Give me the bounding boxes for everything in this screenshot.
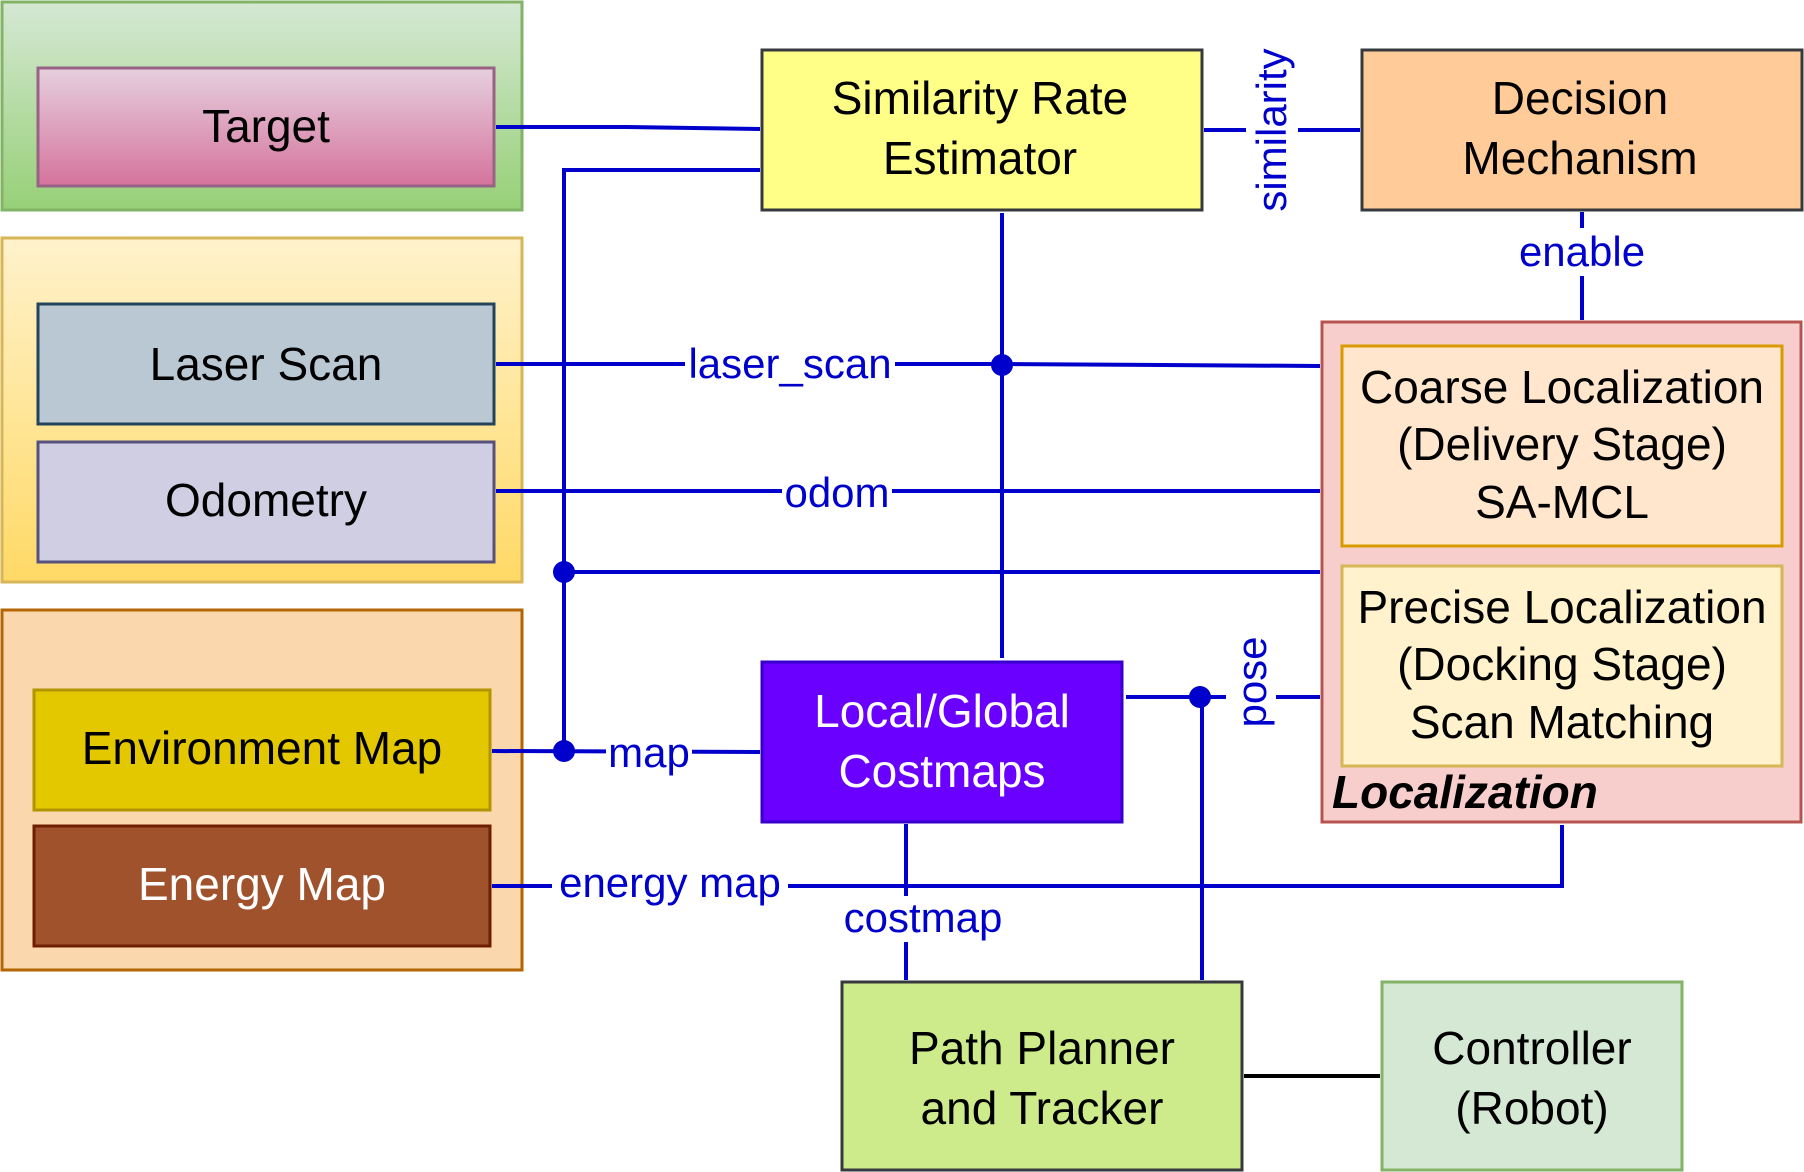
edge-target-to-similarity	[496, 125, 761, 131]
controller-line-1: Controller	[1432, 1022, 1631, 1074]
decision-mechanism-line-2: Mechanism	[1462, 132, 1697, 184]
junction-map-branch-localization	[553, 561, 575, 583]
edge-label-enable: enable	[1519, 228, 1645, 275]
precise-localization-node	[1340, 564, 1784, 768]
coarse-localization-node	[1340, 344, 1784, 548]
edge-energy-map-to-localization	[492, 825, 1564, 888]
path-planner-line-2: and Tracker	[921, 1082, 1164, 1134]
precise-localization-line-3: Scan Matching	[1410, 696, 1714, 748]
junction-laser-scan	[991, 354, 1013, 376]
costmaps-line-2: Costmaps	[838, 745, 1045, 797]
laser-scan-node	[36, 302, 496, 426]
coarse-localization-line-3: SA-MCL	[1475, 476, 1649, 528]
edge-map-to-similarity	[562, 168, 760, 750]
edge-label-laser-scan: laser_scan	[688, 340, 891, 387]
edge-label-similarity: similarity	[1248, 48, 1295, 211]
energy-map-node	[32, 824, 492, 948]
environment-map-node	[32, 688, 492, 812]
decision-mechanism-line-1: Decision	[1492, 72, 1668, 124]
path-planner-node	[840, 980, 1244, 1172]
decision-mechanism-node	[1360, 48, 1804, 212]
target-label: Target	[202, 100, 330, 152]
junction-map-branch-costmaps	[553, 740, 575, 762]
coarse-localization-line-1: Coarse Localization	[1360, 361, 1764, 413]
precise-localization-line-1: Precise Localization	[1357, 581, 1766, 633]
energy-map-label: Energy Map	[138, 858, 386, 910]
edge-label-map: map	[608, 729, 690, 776]
edge-label-costmap: costmap	[844, 894, 1003, 941]
edge-label-odom: odom	[784, 469, 889, 516]
costmaps-node	[760, 660, 1124, 824]
environment-map-label: Environment Map	[82, 722, 443, 774]
odometry-label: Odometry	[165, 474, 367, 526]
odometry-node	[36, 440, 496, 564]
costmaps-line-1: Local/Global	[814, 685, 1070, 737]
junction-pose	[1189, 686, 1211, 708]
controller-line-2: (Robot)	[1455, 1082, 1608, 1134]
similarity-estimator-node	[760, 48, 1204, 212]
coarse-localization-line-2: (Delivery Stage)	[1397, 418, 1727, 470]
controller-node	[1380, 980, 1684, 1172]
localization-group-title: Localization	[1332, 766, 1598, 818]
path-planner-line-1: Path Planner	[909, 1022, 1175, 1074]
target-node	[36, 66, 496, 188]
edge-label-pose: pose	[1228, 636, 1275, 727]
similarity-estimator-line-2: Estimator	[883, 132, 1077, 184]
edge-label-energy-map: energy map	[559, 859, 781, 906]
similarity-estimator-line-1: Similarity Rate	[832, 72, 1129, 124]
edge-laser-scan-to-localization	[496, 362, 1321, 368]
laser-scan-label: Laser Scan	[150, 338, 383, 390]
precise-localization-line-2: (Docking Stage)	[1397, 638, 1727, 690]
